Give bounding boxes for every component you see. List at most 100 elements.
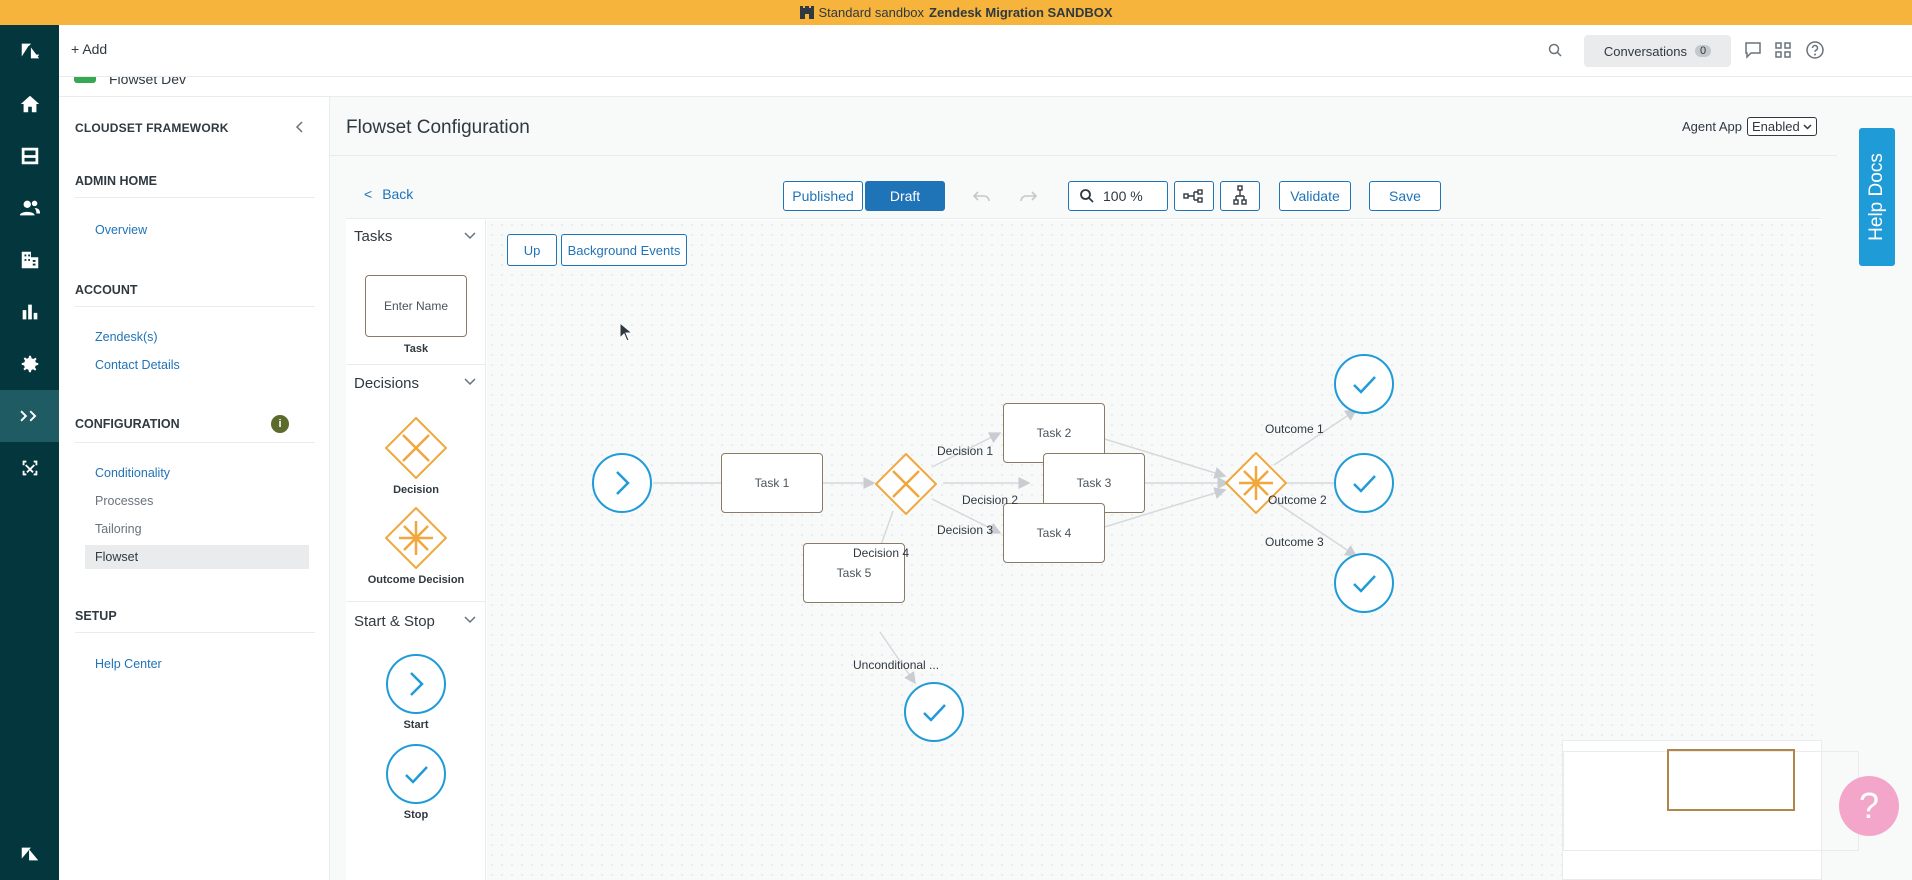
home-icon[interactable] [0,78,59,130]
stop-node-outcome-3[interactable] [1333,552,1395,614]
task-node-5[interactable]: Task 5 [803,543,905,603]
sidebar-section-setup: SETUP [75,609,117,623]
palette-decisions-heading[interactable]: Decisions [354,375,420,392]
zendesk-logo-icon[interactable] [0,25,59,77]
task-node-1[interactable]: Task 1 [721,453,823,513]
help-icon[interactable] [1804,39,1826,61]
sandbox-castle-icon [799,6,814,19]
sidebar-item-flowset[interactable]: Flowset [85,545,309,569]
edge-label-outcome-2[interactable]: Outcome 2 [1268,493,1327,507]
sidebar-item-help-center[interactable]: Help Center [95,657,162,671]
back-button[interactable]: < Back [364,186,413,202]
palette-start-label: Start [403,719,429,731]
stop-node-outcome-2[interactable] [1333,452,1395,514]
edge-label-decision-4[interactable]: Decision 4 [853,546,910,560]
link-decision-task2[interactable] [931,432,1002,468]
background-events-button[interactable]: Background Events [561,234,687,266]
collapse-sidebar-icon[interactable] [295,121,305,133]
app-logo [74,77,96,83]
sidebar-item-overview[interactable]: Overview [95,223,148,237]
zoom-control[interactable]: 100 % [1068,181,1168,211]
edge-label-decision-1[interactable]: Decision 1 [937,444,994,458]
palette-tasks-heading[interactable]: Tasks [354,228,393,245]
edge-label-decision-3[interactable]: Decision 3 [937,523,994,537]
link-task2-outcome[interactable] [1084,432,1227,479]
sidebar-section-admin-home[interactable]: ADMIN HOME [75,174,157,188]
sidebar-divider [75,632,315,633]
product-rail [0,25,59,880]
search-icon[interactable] [1547,42,1563,58]
conversations-button[interactable]: Conversations 0 [1584,35,1731,67]
task-node-label: Task 2 [1036,426,1072,440]
undo-icon[interactable] [972,186,992,206]
sidebar-item-zendesks[interactable]: Zendesk(s) [95,330,158,344]
palette-decision-node[interactable] [385,417,447,479]
chevron-down-icon[interactable] [464,616,476,624]
link-outcome1[interactable] [1273,409,1358,466]
edge-label-outcome-3[interactable]: Outcome 3 [1265,535,1324,549]
outcome-decision-node[interactable] [1225,452,1287,514]
chat-icon[interactable] [1742,39,1764,61]
flow-canvas[interactable]: Up Background Events [487,220,1859,880]
agent-app-value: Enabled [1752,119,1800,134]
horizontal-layout-button[interactable] [1174,181,1214,211]
customers-icon[interactable] [0,182,59,234]
organizations-icon[interactable] [0,234,59,286]
link-outcome3[interactable] [1273,500,1358,557]
save-button[interactable]: Save [1369,181,1441,211]
edge-label-decision-2[interactable]: Decision 2 [962,493,1019,507]
link-task5-stop[interactable] [879,631,916,685]
chevron-down-icon[interactable] [464,232,476,240]
stop-node-outcome-1[interactable] [1333,353,1395,415]
task-node-label: Task 3 [1076,476,1112,490]
question-mark-icon: ? [1858,785,1880,826]
minimap-viewport[interactable] [1667,749,1795,811]
sandbox-banner: Standard sandbox Zendesk Migration SANDB… [0,0,1912,25]
chevron-down-icon[interactable] [464,378,476,386]
sidebar-item-conditionality[interactable]: Conditionality [95,466,171,480]
link-task4-outcome[interactable] [1084,487,1227,534]
palette-start-node[interactable] [385,653,447,715]
integrations-icon[interactable] [0,442,59,494]
sidebar-item-tailoring[interactable]: Tailoring [95,522,142,536]
sidebar-item-processes[interactable]: Processes [95,494,154,508]
cloudset-app-icon[interactable] [0,390,59,442]
validate-button[interactable]: Validate [1279,181,1351,211]
palette-task-node[interactable]: Enter Name [365,275,467,337]
chevron-down-icon [1803,123,1812,130]
draft-button[interactable]: Draft [865,181,945,211]
link-decision-task4[interactable] [931,498,1002,534]
sidebar-divider [75,197,315,198]
reporting-icon[interactable] [0,286,59,338]
decision-node[interactable] [875,453,937,515]
app-name: Flowset Dev [109,77,187,87]
palette-decision-label: Decision [393,484,439,496]
back-label: Back [382,186,414,202]
redo-icon[interactable] [1018,186,1038,206]
add-button[interactable]: + Add [71,41,107,57]
help-docs-tab[interactable]: Help Docs [1859,128,1895,266]
help-launcher-button[interactable]: ? [1839,776,1899,836]
views-icon[interactable] [0,130,59,182]
agent-app-select[interactable]: Enabled [1747,117,1817,136]
published-button[interactable]: Published [783,181,863,211]
task-node-4[interactable]: Task 4 [1003,503,1105,563]
vertical-layout-icon [1233,185,1247,205]
palette-outcome-decision-node[interactable] [385,507,447,569]
palette-stop-node[interactable] [385,743,447,805]
stop-node-unconditional[interactable] [903,681,965,743]
sidebar-item-contact-details[interactable]: Contact Details [95,358,180,372]
zoom-value: 100 % [1103,188,1143,204]
info-icon[interactable]: i [271,415,289,433]
apps-grid-icon[interactable] [1772,39,1794,61]
minimap[interactable] [1562,740,1859,880]
admin-gear-icon[interactable] [0,338,59,390]
up-button[interactable]: Up [507,234,557,266]
sidebar-section-configuration: CONFIGURATION [75,417,180,431]
zoom-search-icon [1080,189,1094,203]
vertical-layout-button[interactable] [1220,181,1260,211]
edge-label-outcome-1[interactable]: Outcome 1 [1265,422,1324,436]
palette-start-stop-heading[interactable]: Start & Stop [354,613,435,630]
edge-label-unconditional[interactable]: Unconditional ... [853,658,940,672]
start-node[interactable] [591,452,653,514]
